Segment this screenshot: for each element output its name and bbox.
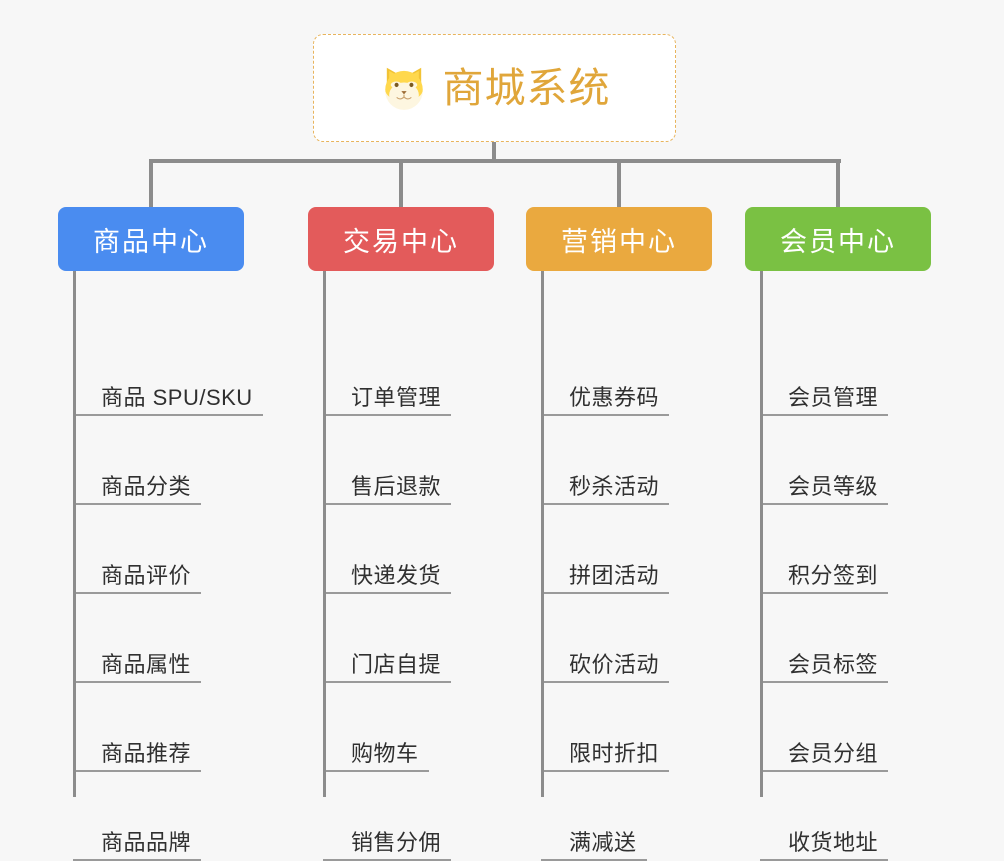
branch-column-4: 会员中心会员管理会员等级积分签到会员标签会员分组收货地址 <box>745 207 931 861</box>
shiba-dog-face-icon <box>379 63 429 113</box>
leaf-item-label: 购物车 <box>351 741 419 766</box>
leaf-item-label: 收货地址 <box>788 830 879 855</box>
branch-spine-connector <box>323 271 326 797</box>
leaf-item[interactable]: 购物车 <box>323 730 429 772</box>
leaf-item-label: 快递发货 <box>351 563 442 588</box>
leaf-item-label: 秒杀活动 <box>569 474 660 499</box>
leaf-item[interactable]: 快递发货 <box>323 552 452 594</box>
leaf-item-label: 限时折扣 <box>569 741 660 766</box>
category-header-2[interactable]: 交易中心 <box>308 207 494 271</box>
leaf-item-label: 会员分组 <box>788 741 879 766</box>
leaf-item-label: 优惠券码 <box>569 385 660 410</box>
root-title: 商城系统 <box>442 64 611 111</box>
leaf-item[interactable]: 商品品牌 <box>73 819 202 861</box>
leaf-item[interactable]: 积分签到 <box>760 552 889 594</box>
category-header-3[interactable]: 营销中心 <box>526 207 712 271</box>
category-header-label: 会员中心 <box>780 226 896 257</box>
leaf-item[interactable]: 会员等级 <box>760 463 889 505</box>
trunk-stem-connector <box>492 142 496 163</box>
category-header-1[interactable]: 商品中心 <box>58 207 244 271</box>
branch-column-2: 交易中心订单管理售后退款快递发货门店自提购物车销售分佣 <box>308 207 494 861</box>
org-chart-canvas: 商城系统 商品中心商品 SPU/SKU 商品分类商品评价商品属性商品推荐商品品牌 交… <box>58 34 931 861</box>
leaf-item-label: 商品品牌 <box>101 830 192 855</box>
category-header-label: 交易中心 <box>343 226 459 257</box>
trunk-horizontal-connector <box>149 159 841 163</box>
leaf-item[interactable]: 限时折扣 <box>541 730 670 772</box>
leaf-item[interactable]: 会员标签 <box>760 641 889 683</box>
leaf-item[interactable]: 商品 SPU/SKU <box>73 374 263 416</box>
leaf-item-label: 售后退款 <box>351 474 442 499</box>
leaf-item-label: 商品评价 <box>101 563 192 588</box>
leaf-item-label: 砍价活动 <box>569 652 660 677</box>
leaf-item[interactable]: 商品属性 <box>73 641 202 683</box>
leaf-item-label: 满减送 <box>569 830 637 855</box>
leaf-item[interactable]: 售后退款 <box>323 463 452 505</box>
leaf-item-label: 积分签到 <box>788 563 879 588</box>
leaf-item[interactable]: 商品推荐 <box>73 730 202 772</box>
branch-spine-connector <box>541 271 544 797</box>
leaf-item-label: 会员等级 <box>788 474 879 499</box>
leaf-item[interactable]: 会员分组 <box>760 730 889 772</box>
leaf-item-label: 拼团活动 <box>569 563 660 588</box>
category-header-4[interactable]: 会员中心 <box>745 207 931 271</box>
category-header-label: 营销中心 <box>561 226 677 257</box>
leaf-item[interactable]: 销售分佣 <box>323 819 452 861</box>
branch-spine-connector <box>760 271 763 797</box>
branch-drop-connector <box>149 159 153 209</box>
leaf-item[interactable]: 收货地址 <box>760 819 889 861</box>
category-header-label: 商品中心 <box>93 226 209 257</box>
leaf-item[interactable]: 订单管理 <box>323 374 452 416</box>
leaf-item[interactable]: 门店自提 <box>323 641 452 683</box>
leaf-item[interactable]: 拼团活动 <box>541 552 670 594</box>
leaf-item-label: 商品属性 <box>101 652 192 677</box>
leaf-item-label: 销售分佣 <box>351 830 442 855</box>
leaf-item[interactable]: 优惠券码 <box>541 374 670 416</box>
branch-column-1: 商品中心商品 SPU/SKU 商品分类商品评价商品属性商品推荐商品品牌 <box>58 207 263 861</box>
leaf-item[interactable]: 秒杀活动 <box>541 463 670 505</box>
leaf-item[interactable]: 商品评价 <box>73 552 202 594</box>
leaf-item-label: 订单管理 <box>351 385 442 410</box>
leaf-item[interactable]: 砍价活动 <box>541 641 670 683</box>
leaf-item-label: 会员管理 <box>788 385 879 410</box>
branch-drop-connector <box>617 159 621 209</box>
leaf-item-label: 会员标签 <box>788 652 879 677</box>
branch-spine-connector <box>73 271 76 797</box>
branch-column-3: 营销中心优惠券码秒杀活动拼团活动砍价活动限时折扣满减送 <box>526 207 712 861</box>
root-node[interactable]: 商城系统 <box>313 34 676 142</box>
branch-drop-connector <box>836 159 840 209</box>
leaf-item[interactable]: 会员管理 <box>760 374 889 416</box>
leaf-item-label: 商品 SPU/SKU <box>101 385 253 410</box>
leaf-item-label: 商品分类 <box>101 474 192 499</box>
leaf-item[interactable]: 满减送 <box>541 819 647 861</box>
leaf-item[interactable]: 商品分类 <box>73 463 202 505</box>
leaf-item-label: 商品推荐 <box>101 741 192 766</box>
branch-drop-connector <box>399 159 403 209</box>
leaf-item-label: 门店自提 <box>351 652 442 677</box>
